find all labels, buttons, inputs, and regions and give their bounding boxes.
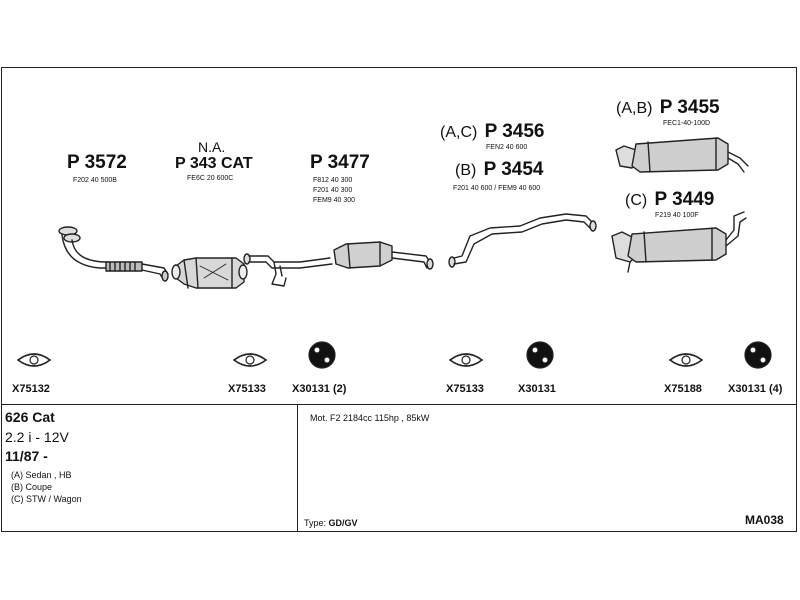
part-code-p3454: F201 40 600 / FEM9 40 600 [453,185,541,192]
gasket-icon[interactable] [668,353,704,367]
part-label-p3454[interactable]: (B) P 3454 [455,160,544,179]
body-type-c: (C) STW / Wagon [11,494,82,504]
part-prefix-p3456: (A,C) [440,124,478,141]
type-label: Type: [304,518,327,528]
type-row: Type: GD/GV [304,519,358,528]
rubber-hanger-icon[interactable] [526,341,554,369]
part-number-p3455: P 3455 [659,97,720,118]
type-value: GD/GV [328,518,358,528]
part-number-p3449: P 3449 [654,189,715,210]
catalytic-converter-drawing[interactable] [171,257,248,289]
part-code-p343: FE6C 20 600C [187,175,234,182]
part-code-p3449: F219 40 100F [655,212,699,219]
intermediate-pipe-drawing[interactable] [448,213,597,268]
part-label-p3455[interactable]: (A,B) P 3455 [616,98,720,117]
part-label-p3456[interactable]: (A,C) P 3456 [440,122,545,141]
part-code-p3477-a: F812 40 300 [313,177,353,184]
part-code-p3572: F202 40 500B [73,177,117,184]
fitting-label[interactable]: X30131 [518,383,556,395]
divider-vertical [297,404,298,532]
rubber-hanger-icon[interactable] [308,341,336,369]
part-note-p343: N.A. [198,139,226,155]
fitting-label[interactable]: X75188 [664,383,702,395]
front-pipe-drawing[interactable] [58,226,169,282]
center-silencer-drawing[interactable] [243,241,434,287]
part-prefix-p3454: (B) [455,162,477,179]
gasket-icon[interactable] [448,353,484,367]
fitting-label[interactable]: X30131 (4) [728,383,783,395]
part-prefix-p3449: (C) [625,192,648,209]
rear-silencer-c-drawing[interactable] [611,211,747,273]
part-number-p3454: P 3454 [483,159,544,180]
vehicle-year: 11/87 - [5,448,48,464]
part-number-p3572[interactable]: P 3572 [67,152,127,173]
fitting-label[interactable]: X75133 [228,383,266,395]
vehicle-model: 626 Cat [5,409,55,425]
part-number-p343[interactable]: P 343 CAT [175,155,253,172]
part-code-p3477-c: FEM9 40 300 [313,197,356,204]
body-type-a: (A) Sedan , HB [11,470,72,480]
diagram-reference: MA038 [745,513,784,527]
part-number-p3456: P 3456 [484,121,545,142]
part-label-p3449[interactable]: (C) P 3449 [625,190,714,209]
part-code-p3477-b: F201 40 300 [313,187,353,194]
part-code-p3456: FEN2 40 600 [486,144,528,151]
gasket-icon[interactable] [232,353,268,367]
part-code-p3455: FEC1-40-100D [663,120,711,127]
fitting-label[interactable]: X75132 [12,383,50,395]
fitting-label[interactable]: X30131 (2) [292,383,347,395]
vehicle-engine: 2.2 i - 12V [5,429,69,445]
body-type-b: (B) Coupe [11,482,53,492]
fitting-label[interactable]: X75133 [446,383,484,395]
part-prefix-p3455: (A,B) [616,100,653,117]
rear-silencer-a-drawing[interactable] [615,137,749,173]
engine-spec: Mot. F2 2184cc 115hp , 85kW [310,413,430,423]
gasket-icon[interactable] [16,353,52,367]
diagram-frame [1,67,797,532]
rubber-hanger-icon[interactable] [744,341,772,369]
divider-horizontal [1,404,797,405]
part-number-p3477[interactable]: P 3477 [310,152,370,173]
